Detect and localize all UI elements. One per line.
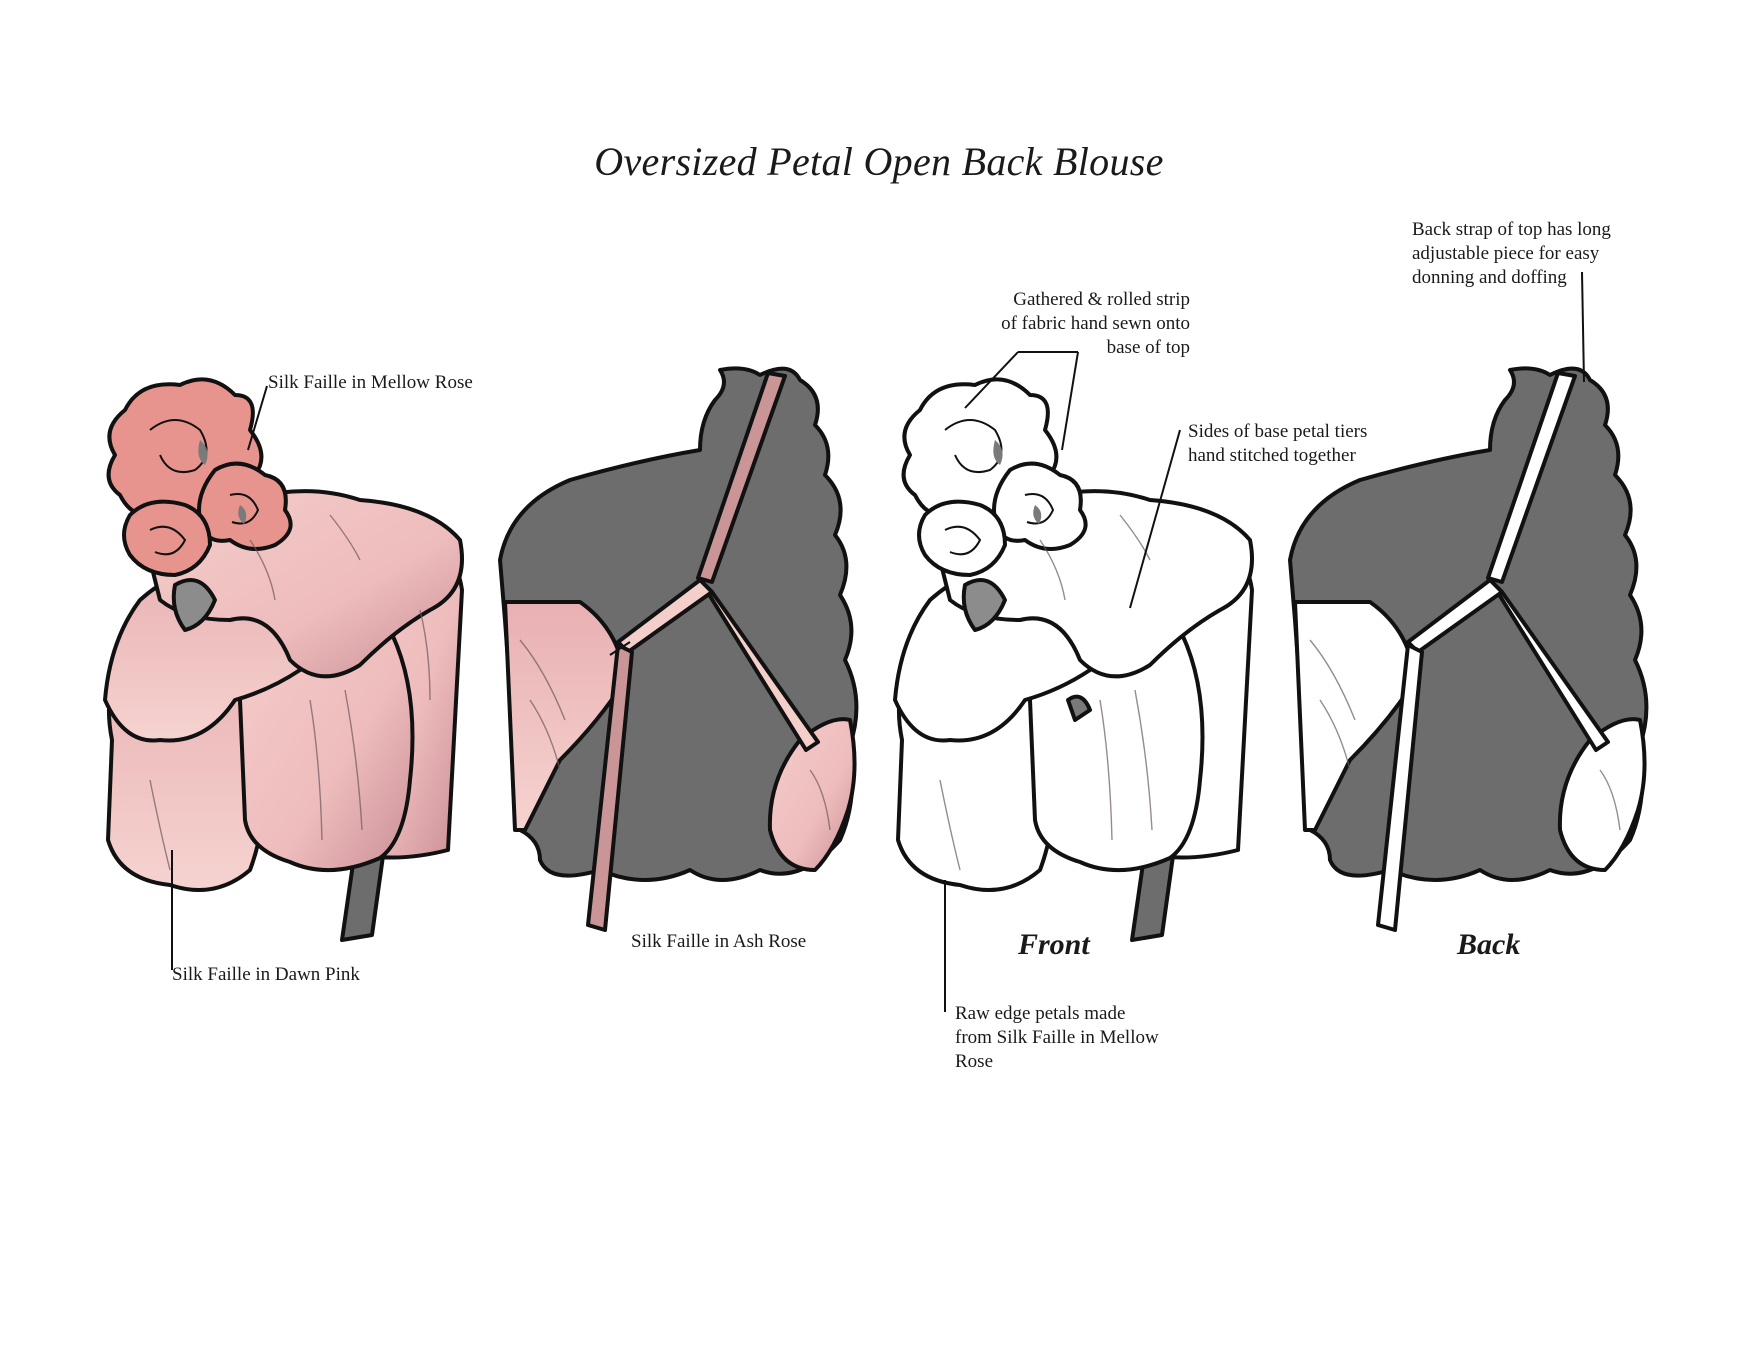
page-title: Oversized Petal Open Back Blouse (594, 139, 1164, 184)
back-long-strap (586, 643, 634, 932)
callout-back-strap: Back strap of top has long adjustable pi… (1412, 219, 1611, 288)
callout-leaders (171, 271, 1585, 1012)
back-colored-view (498, 366, 859, 932)
callout-raw-edge: Raw edge petals made from Silk Faille in… (955, 1003, 1159, 1072)
front-colored-view (103, 377, 464, 942)
back-dark-body (498, 366, 859, 882)
callout-gathered-strip: Gathered & rolled strip of fabric hand s… (1001, 289, 1190, 358)
back-flat-view (1288, 366, 1649, 932)
callout-sides-tiers: Sides of base petal tiers hand stitched … (1188, 421, 1368, 466)
back-y-strap (696, 371, 787, 584)
back-side-petal-right (767, 717, 857, 872)
view-label-back: Back (1457, 928, 1521, 961)
view-label-front: Front (1018, 928, 1090, 961)
front-tier-shadow (171, 578, 217, 632)
callout-ash-rose: Silk Faille in Ash Rose (631, 931, 807, 952)
callout-dawn-pink: Silk Faille in Dawn Pink (172, 964, 360, 985)
rose-corsage-icon (106, 377, 293, 577)
flat-rose-corsage (901, 377, 1088, 577)
front-flat-view (893, 377, 1254, 942)
callout-mellow-rose: Silk Faille in Mellow Rose (268, 372, 473, 393)
